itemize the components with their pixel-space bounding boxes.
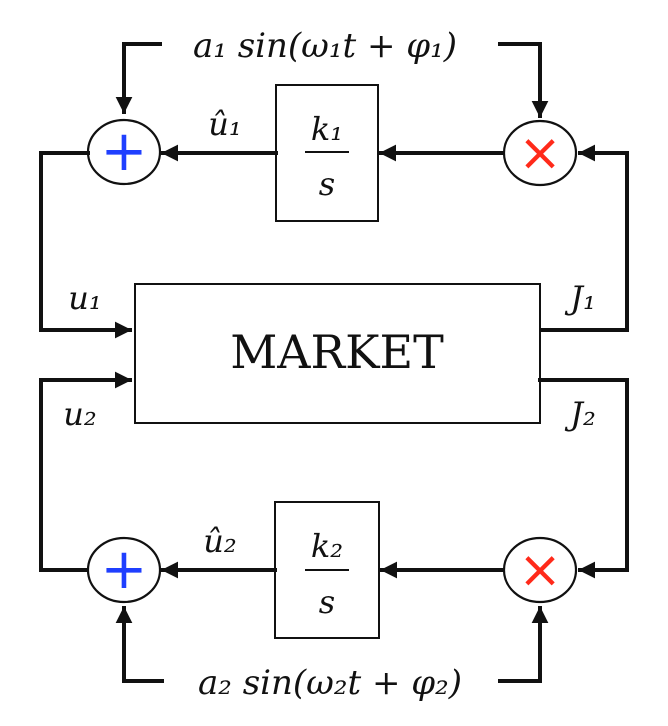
dither-wire-to-sum-1 — [115, 42, 162, 114]
loop-1: a₁ sin(ω₁t + φ₁) + × k₁ s û₁ u₁ J₁ — [39, 26, 629, 339]
integrator-den-1: s — [319, 165, 335, 203]
plus-icon: + — [101, 119, 148, 184]
times-icon: × — [518, 123, 562, 183]
integrator-block-1: k₁ s — [275, 84, 379, 222]
dither-wire-to-mult-2 — [498, 606, 549, 683]
estimate-label-1: û₁ — [208, 105, 241, 143]
dither-wire-to-mult-1 — [498, 42, 549, 118]
times-icon: × — [518, 540, 562, 600]
input-label-1: u₁ — [68, 279, 101, 317]
summing-junction-1: + — [86, 118, 162, 186]
wire-market-to-mult-1 — [538, 144, 629, 332]
plus-icon: + — [101, 537, 148, 602]
integrator-block-2: k₂ s — [274, 501, 380, 639]
input-label-2: u₂ — [63, 395, 96, 433]
wire-sum-to-market-1 — [39, 151, 132, 339]
estimate-label-2: û₂ — [203, 522, 236, 560]
summing-junction-2: + — [86, 536, 162, 604]
integrator-gain-1: k₁ — [311, 110, 343, 148]
integrator-den-2: s — [319, 583, 335, 621]
loop-2: u₂ J₂ + × k₂ s û₂ a₂ sin(ω₂t + φ₂) — [39, 371, 629, 703]
market-label: MARKET — [230, 325, 444, 379]
dither-signal-2: a₂ sin(ω₂t + φ₂) — [198, 663, 462, 703]
multiplier-2: × — [502, 536, 578, 604]
wire-market-to-mult-2 — [538, 378, 629, 579]
wire-sum-to-market-2 — [39, 371, 132, 572]
multiplier-1: × — [502, 119, 578, 187]
output-label-1: J₁ — [564, 279, 596, 317]
integrator-gain-2: k₂ — [311, 527, 343, 565]
output-label-2: J₂ — [564, 395, 596, 433]
market-block: MARKET — [134, 283, 541, 424]
dither-signal-1: a₁ sin(ω₁t + φ₁) — [193, 26, 457, 66]
dither-wire-to-sum-2 — [115, 606, 164, 683]
